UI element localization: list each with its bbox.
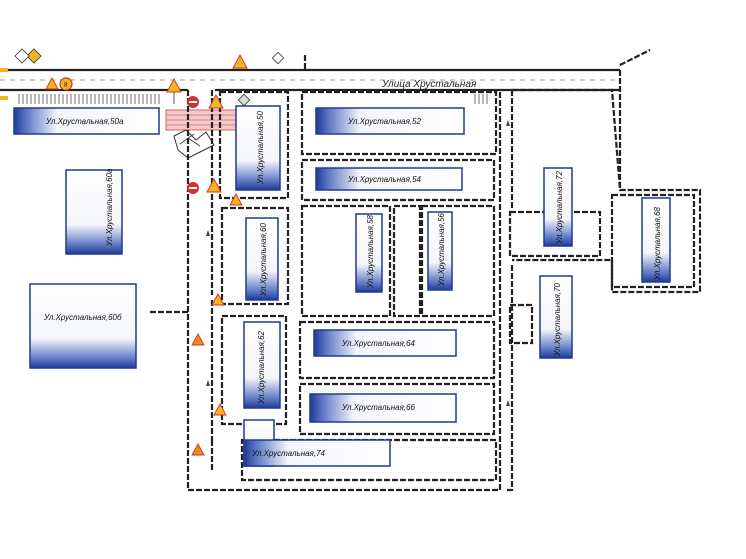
building-74-label: Ул.Хрустальная,74 — [251, 449, 326, 458]
warning-triangle-icon — [166, 78, 182, 104]
construction-zone — [165, 109, 247, 159]
building-56[interactable]: Ул.Хрустальная,56 — [427, 211, 453, 291]
building-60a[interactable]: Ул.Хрустальная,60а — [65, 168, 123, 255]
building-72-label: Ул.Хрустальная,72 — [555, 170, 564, 245]
warning-triangle-icon — [229, 193, 243, 206]
arrow-icon — [206, 380, 210, 386]
building-60[interactable]: Ул.Хрустальная,60 — [245, 217, 279, 301]
building-50-label: Ул.Хрустальная,50 — [256, 110, 265, 185]
warning-triangle-icon — [213, 403, 227, 416]
priority-diamond-icon — [271, 51, 285, 65]
building-62-label: Ул.Хрустальная,62 — [257, 330, 266, 405]
warning-triangle-icon — [191, 333, 205, 346]
building-70[interactable]: Ул.Хрустальная,70 — [539, 275, 573, 359]
warning-triangle-icon — [191, 443, 205, 456]
main-street — [0, 49, 651, 100]
building-50a-label: Ул.Хрустальная,50а — [45, 117, 124, 126]
arrow-icon — [206, 230, 210, 236]
building-50[interactable]: Ул.Хрустальная,50 — [235, 105, 281, 191]
speed-limit-sign-icon: 8 — [59, 77, 73, 91]
building-68[interactable]: Ул.Хрустальная,68 — [641, 197, 671, 283]
street-name-label: Улица Хрустальная — [381, 79, 477, 90]
priority-diamond-icon — [14, 48, 30, 64]
building-52-label: Ул.Хрустальная,52 — [347, 117, 422, 126]
warning-triangle-icon — [208, 94, 224, 109]
building-64[interactable]: Ул.Хрустальная,64 — [313, 329, 457, 357]
building-56-label: Ул.Хрустальная,56 — [437, 212, 446, 287]
svg-text:8: 8 — [64, 83, 68, 89]
warning-triangle-icon — [232, 54, 248, 69]
building-50a[interactable]: Ул.Хрустальная,50а — [13, 107, 160, 135]
building-66[interactable]: Ул.Хрустальная,66 — [309, 393, 457, 423]
warning-triangle-icon — [211, 293, 225, 306]
building-60b[interactable]: Ул.Хрустальная,60б — [29, 283, 137, 369]
arrow-icon — [506, 120, 510, 126]
traffic-signs: 8 — [14, 48, 285, 456]
direction-arrows — [206, 120, 510, 406]
building-64-label: Ул.Хрустальная,64 — [341, 339, 416, 348]
driveways — [150, 70, 702, 492]
priority-diamond-icon — [237, 93, 251, 107]
buildings: Ул.Хрустальная,50а Ул.Хрустальная,50 Ул.… — [13, 105, 671, 467]
building-68-label: Ул.Хрустальная,68 — [653, 206, 662, 281]
building-52[interactable]: Ул.Хрустальная,52 — [315, 107, 465, 135]
building-62[interactable]: Ул.Хрустальная,62 — [243, 321, 281, 409]
building-60a-label: Ул.Хрустальная,60а — [105, 168, 114, 247]
building-58[interactable]: Ул.Хрустальная,58 — [355, 213, 383, 293]
building-66-label: Ул.Хрустальная,66 — [341, 403, 416, 412]
building-58-label: Ул.Хрустальная,58 — [366, 214, 375, 289]
warning-triangle-icon — [45, 77, 59, 90]
building-72[interactable]: Ул.Хрустальная,72 — [543, 167, 573, 247]
no-entry-sign-icon — [187, 96, 199, 108]
no-entry-sign-icon — [187, 182, 199, 194]
arrow-icon — [506, 400, 510, 406]
warning-triangle-icon — [206, 178, 222, 193]
crosswalks — [18, 94, 488, 104]
building-60b-label: Ул.Хрустальная,60б — [43, 313, 122, 322]
building-60-label: Ул.Хрустальная,60 — [259, 222, 268, 297]
building-74[interactable]: Ул.Хрустальная,74 — [243, 419, 391, 467]
building-54-label: Ул.Хрустальная,54 — [347, 175, 422, 184]
building-70-label: Ул.Хрустальная,70 — [553, 282, 562, 357]
priority-diamond-icon — [26, 48, 42, 64]
building-54[interactable]: Ул.Хрустальная,54 — [315, 167, 463, 191]
